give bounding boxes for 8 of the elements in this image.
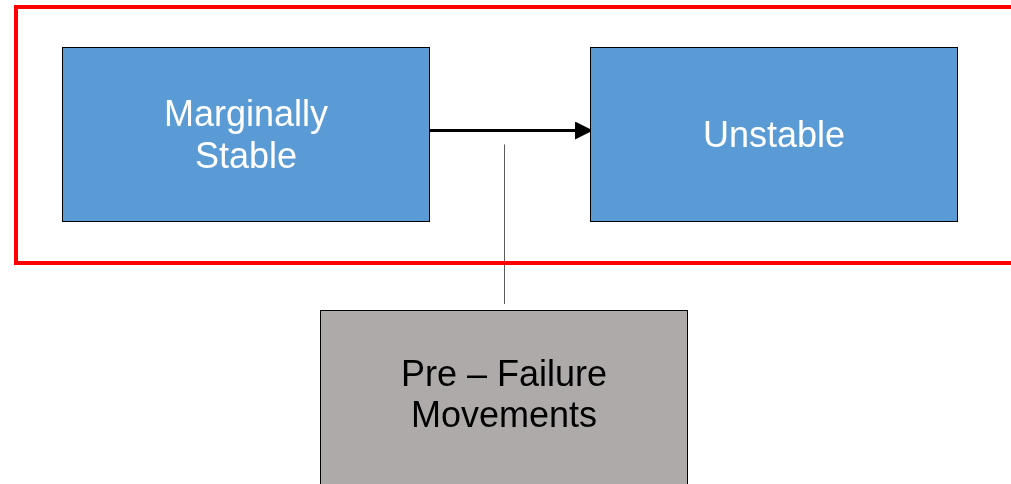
box-label: Unstable bbox=[702, 113, 846, 156]
process-box bbox=[590, 47, 958, 222]
process-box bbox=[320, 310, 688, 484]
leader-line bbox=[504, 144, 505, 305]
process-box bbox=[62, 47, 430, 222]
frame-box bbox=[14, 5, 1011, 265]
box-label: Marginally Stable bbox=[162, 93, 330, 176]
box-label: Pre – Failure Movements bbox=[399, 352, 609, 436]
